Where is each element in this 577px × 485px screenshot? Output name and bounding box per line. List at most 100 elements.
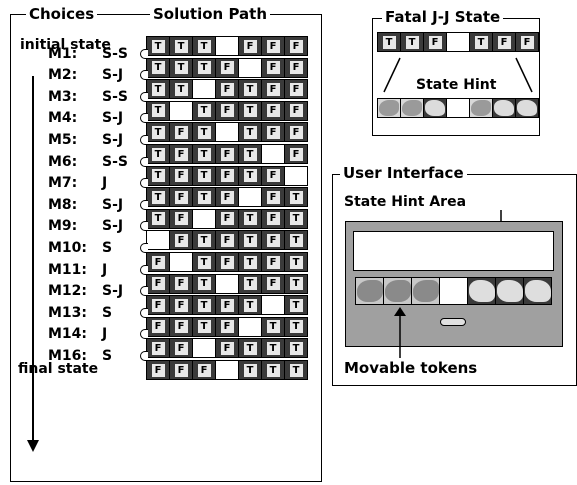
token-t: T: [289, 212, 303, 226]
hint-token-t-icon: [471, 100, 491, 116]
state-cell: T: [238, 144, 262, 164]
token-t: T: [289, 363, 303, 377]
move-type: S-S: [102, 88, 128, 105]
state-cell: F: [169, 230, 193, 251]
hint-token-t-icon: [402, 100, 422, 116]
state-cell: [238, 187, 262, 208]
user-interface-title: User Interface: [340, 164, 467, 182]
token-t: T: [197, 104, 211, 118]
slider-handle[interactable]: [440, 318, 466, 326]
token-f: F: [289, 125, 303, 139]
token-t: T: [151, 82, 165, 96]
state-cell: [192, 338, 216, 359]
state-cell: T: [284, 316, 308, 337]
move-connector: [140, 243, 148, 253]
state-cell: F: [192, 360, 216, 380]
state-cell: T: [169, 79, 193, 100]
state-cell: T: [238, 295, 262, 316]
state-cell: T: [284, 295, 308, 316]
state-cell: [238, 316, 262, 337]
move-connector: [140, 70, 148, 81]
state-cell: F: [261, 187, 285, 208]
state-cell: F: [215, 100, 239, 121]
token-f: F: [174, 190, 188, 204]
state-cell: T: [238, 230, 262, 251]
token-f: F: [220, 298, 234, 312]
move-name: M3:: [48, 88, 78, 105]
move-type: S-S: [102, 153, 128, 170]
state-cell: F: [284, 100, 308, 121]
token-f: F: [151, 341, 165, 355]
token-f: F: [174, 277, 188, 291]
fatal-cell: T: [469, 32, 493, 52]
movable-token[interactable]: [355, 277, 384, 305]
token-t: T: [197, 190, 211, 204]
token-f: F: [266, 169, 280, 183]
token-t: T: [289, 341, 303, 355]
token-f: F: [266, 190, 280, 204]
state-cell: T: [261, 338, 285, 359]
token-t: T: [243, 212, 257, 226]
state-cell: F: [261, 252, 285, 272]
movable-token[interactable]: [411, 277, 440, 305]
ui-empty-slot: [439, 277, 468, 305]
state-cell: T: [192, 57, 216, 78]
final-state-label: final state: [18, 361, 99, 377]
move-type: S-J: [102, 218, 124, 235]
state-cell: T: [192, 122, 216, 143]
state-cell: T: [192, 36, 216, 56]
hint-bracket: [383, 57, 533, 93]
token-f: F: [428, 35, 442, 49]
token-f: F: [289, 39, 303, 53]
move-connector: [140, 135, 148, 145]
token-f: F: [220, 104, 234, 118]
token-f: F: [174, 169, 188, 183]
token-f: F: [174, 212, 188, 226]
token-t: T: [289, 190, 303, 204]
movable-tokens-row: [355, 277, 553, 305]
move-name: M7:: [48, 175, 78, 192]
state-cell: T: [169, 57, 193, 78]
initial-state-label: initial state: [20, 37, 111, 53]
move-connector: [140, 329, 148, 340]
movable-token[interactable]: [383, 277, 412, 305]
token-t-icon: [357, 280, 383, 302]
state-cell: T: [284, 230, 308, 251]
state-cell: [215, 360, 239, 380]
token-t: T: [197, 125, 211, 139]
move-name: M6:: [48, 153, 78, 170]
token-t: T: [197, 39, 211, 53]
token-f-icon: [469, 280, 495, 302]
movable-token[interactable]: [523, 277, 552, 305]
movable-token[interactable]: [467, 277, 496, 305]
hint-cell: [492, 98, 516, 118]
move-connector: [140, 264, 148, 275]
token-t: T: [174, 61, 188, 75]
token-f: F: [197, 363, 211, 377]
move-type: S-J: [102, 110, 124, 127]
move-name: M16:: [48, 348, 88, 364]
move-connector: [140, 199, 148, 210]
move-connector: [140, 307, 148, 318]
token-t: T: [243, 104, 257, 118]
move-type: J: [102, 175, 108, 192]
token-f: F: [151, 320, 165, 334]
movable-token[interactable]: [495, 277, 524, 305]
choices-title: Choices: [26, 5, 98, 23]
move-connector: [140, 156, 148, 167]
move-name: M8:: [48, 196, 78, 213]
token-f: F: [243, 39, 257, 53]
state-cell: T: [146, 79, 170, 100]
move-name: M11:: [48, 261, 88, 278]
token-t: T: [243, 82, 257, 96]
token-t: T: [243, 277, 257, 291]
state-cell: F: [215, 165, 239, 186]
state-cell: T: [146, 100, 170, 121]
state-cell: F: [284, 79, 308, 100]
token-f: F: [289, 147, 303, 161]
state-cell: T: [146, 187, 170, 208]
token-f: F: [289, 61, 303, 75]
move-name: M5:: [48, 132, 78, 148]
